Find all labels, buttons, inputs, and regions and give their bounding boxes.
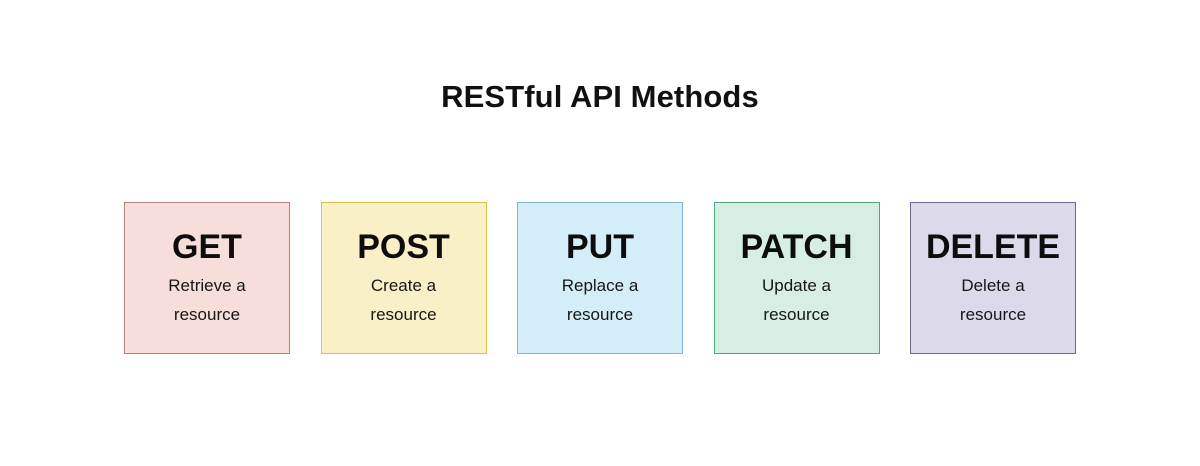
method-card-put[interactable]: PUT Replace a resource (517, 202, 683, 354)
method-description-post: Create a resource (370, 276, 437, 324)
method-card-patch[interactable]: PATCH Update a resource (713, 202, 880, 354)
method-description-delete: Delete a resource (959, 276, 1027, 324)
method-name-post: POST (357, 228, 450, 266)
method-card-delete[interactable]: DELETE Delete a resource (910, 202, 1076, 354)
http-methods-row: GET Retrieve a resource POST Create a re… (124, 202, 1076, 354)
method-name-get: GET (172, 228, 242, 266)
method-card-post[interactable]: POST Create a resource (320, 202, 487, 354)
method-card-get[interactable]: GET Retrieve a resource (124, 202, 290, 354)
method-description-get: Retrieve a resource (168, 276, 246, 324)
page-title: RESTful API Methods (441, 79, 759, 114)
method-name-put: PUT (566, 228, 634, 266)
method-name-delete: DELETE (925, 228, 1061, 266)
method-name-patch: PATCH (740, 228, 853, 266)
method-description-patch: Update a resource (762, 276, 831, 324)
method-description-put: Replace a resource (561, 276, 639, 324)
